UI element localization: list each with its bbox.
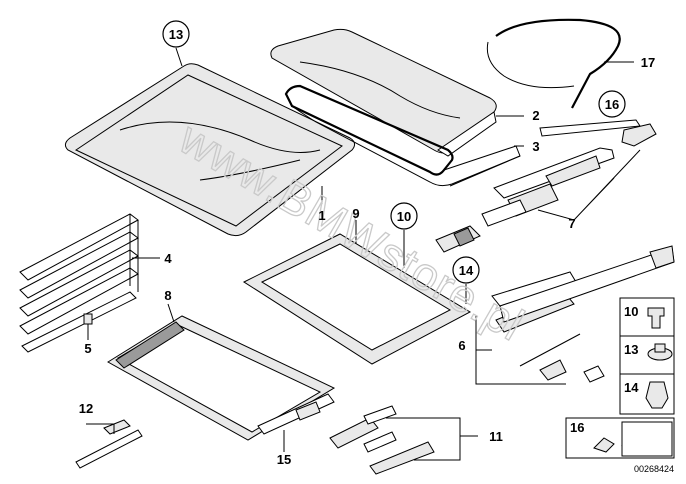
legend-item-10[interactable] bbox=[619, 297, 675, 337]
label-12: 12 bbox=[79, 401, 93, 416]
part-2-glass-lid[interactable] bbox=[270, 28, 497, 157]
label-6: 6 bbox=[458, 338, 465, 353]
label-5: 5 bbox=[84, 341, 91, 356]
part-3-seal[interactable] bbox=[284, 84, 521, 187]
label-8: 8 bbox=[164, 288, 171, 303]
part-13-glass-panel[interactable] bbox=[64, 63, 356, 237]
part-7-rail-assembly[interactable] bbox=[435, 147, 615, 253]
callout-10[interactable]: 10 bbox=[390, 202, 418, 230]
label-9: 9 bbox=[352, 206, 359, 221]
callout-16[interactable]: 16 bbox=[598, 90, 626, 118]
label-1: 1 bbox=[318, 208, 325, 223]
part-11-slide-parts[interactable] bbox=[329, 405, 435, 475]
part-12-clip[interactable] bbox=[75, 419, 143, 469]
label-7: 7 bbox=[568, 216, 575, 231]
callout-16-text: 16 bbox=[605, 97, 619, 112]
part-17-cable[interactable] bbox=[486, 18, 621, 109]
leader-6 bbox=[475, 316, 566, 385]
label-11: 11 bbox=[489, 429, 503, 444]
callout-13[interactable]: 13 bbox=[162, 20, 190, 48]
label-17: 17 bbox=[641, 55, 655, 70]
legend-label-16: 16 bbox=[570, 420, 584, 435]
callout-14-text: 14 bbox=[459, 263, 474, 278]
callout-10-text: 10 bbox=[397, 209, 411, 224]
legend-label-10: 10 bbox=[624, 304, 638, 319]
part-15-bracket[interactable] bbox=[257, 393, 335, 435]
leader-12 bbox=[86, 423, 115, 434]
callout-14[interactable]: 14 bbox=[452, 256, 480, 284]
legend-label-14: 14 bbox=[624, 380, 639, 395]
part-16-guide-rail[interactable] bbox=[539, 119, 657, 147]
part-4-deflector-strips[interactable] bbox=[19, 213, 139, 335]
legend-item-13[interactable] bbox=[619, 335, 675, 375]
part-9-frame[interactable] bbox=[242, 233, 472, 365]
diagram-number: 00268424 bbox=[634, 464, 674, 474]
legend-label-13: 13 bbox=[624, 342, 638, 357]
leader-11 bbox=[386, 417, 478, 461]
callout-13-text: 13 bbox=[169, 27, 183, 42]
label-4: 4 bbox=[164, 251, 172, 266]
label-2: 2 bbox=[532, 108, 539, 123]
leader-13 bbox=[175, 47, 183, 67]
label-15: 15 bbox=[277, 452, 291, 467]
part-14-guide-set[interactable] bbox=[491, 245, 675, 383]
legend-sub-box-16 bbox=[621, 421, 673, 457]
leader-8 bbox=[167, 303, 175, 323]
part-8-sunblind[interactable] bbox=[107, 315, 336, 441]
leader-7 bbox=[537, 149, 641, 221]
label-3: 3 bbox=[532, 139, 539, 154]
legend-item-14[interactable] bbox=[619, 373, 675, 415]
